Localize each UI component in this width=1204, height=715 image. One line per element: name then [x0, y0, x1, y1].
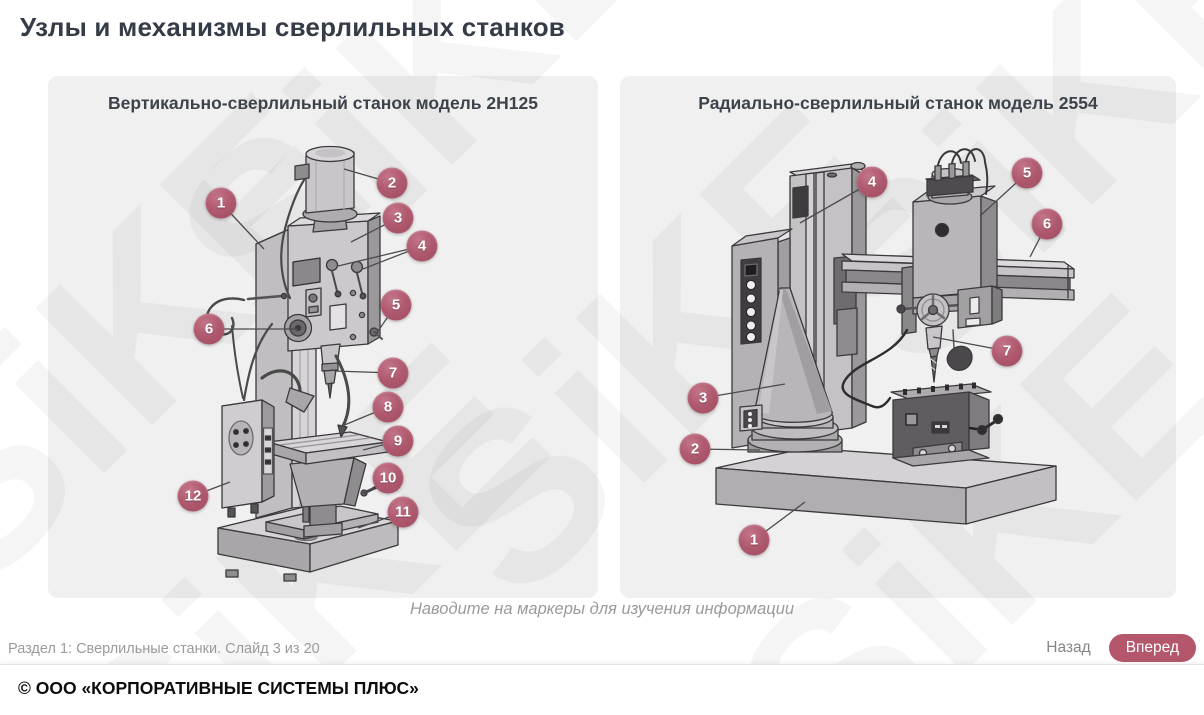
vertical-drilling-machine-illustration — [192, 145, 423, 582]
marker-left-1[interactable]: 1 — [205, 187, 237, 219]
marker-right-6[interactable]: 6 — [1031, 208, 1063, 240]
hover-hint: Наводите на маркеры для изучения информа… — [409, 600, 795, 618]
left-panel: Вертикально-сверлильный станок модель 2Н… — [48, 76, 598, 598]
right-panel: Радиально-сверлильный станок модель 2554 — [620, 76, 1176, 598]
nav-controls: Назад Вперед — [1040, 634, 1196, 662]
page-title: Узлы и механизмы сверлильных станков — [20, 12, 565, 42]
marker-left-12[interactable]: 12 — [177, 480, 209, 512]
marker-right-7[interactable]: 7 — [991, 335, 1023, 367]
marker-left-8[interactable]: 8 — [372, 391, 404, 423]
marker-left-9[interactable]: 9 — [382, 425, 414, 457]
copyright-text: © ООО «КОРПОРАТИВНЫЕ СИСТЕМЫ ПЛЮС» — [18, 678, 419, 698]
slide-footer: Раздел 1: Сверлильные станки. Слайд 3 из… — [0, 632, 1204, 664]
marker-right-3[interactable]: 3 — [687, 382, 719, 414]
radial-drilling-machine-illustration — [694, 148, 1075, 541]
marker-right-5[interactable]: 5 — [1011, 157, 1043, 189]
left-panel-title: Вертикально-сверлильный станок модель 2Н… — [108, 93, 538, 113]
marker-left-7[interactable]: 7 — [377, 357, 409, 389]
breadcrumb: Раздел 1: Сверлильные станки. Слайд 3 из… — [8, 641, 320, 657]
marker-left-5[interactable]: 5 — [380, 289, 412, 321]
forward-button[interactable]: Вперед — [1108, 634, 1196, 662]
marker-left-11[interactable]: 11 — [387, 496, 419, 528]
marker-left-6[interactable]: 6 — [193, 313, 225, 345]
marker-right-4[interactable]: 4 — [856, 166, 888, 198]
marker-right-2[interactable]: 2 — [679, 433, 711, 465]
marker-left-3[interactable]: 3 — [382, 202, 414, 234]
right-panel-title: Радиально-сверлильный станок модель 2554 — [698, 93, 1098, 113]
marker-left-10[interactable]: 10 — [372, 462, 404, 494]
copyright-bar: © ООО «КОРПОРАТИВНЫЕ СИСТЕМЫ ПЛЮС» — [0, 664, 1204, 715]
marker-left-2[interactable]: 2 — [376, 167, 408, 199]
marker-left-4[interactable]: 4 — [406, 230, 438, 262]
marker-right-1[interactable]: 1 — [738, 524, 770, 556]
back-button[interactable]: Назад — [1040, 638, 1096, 658]
